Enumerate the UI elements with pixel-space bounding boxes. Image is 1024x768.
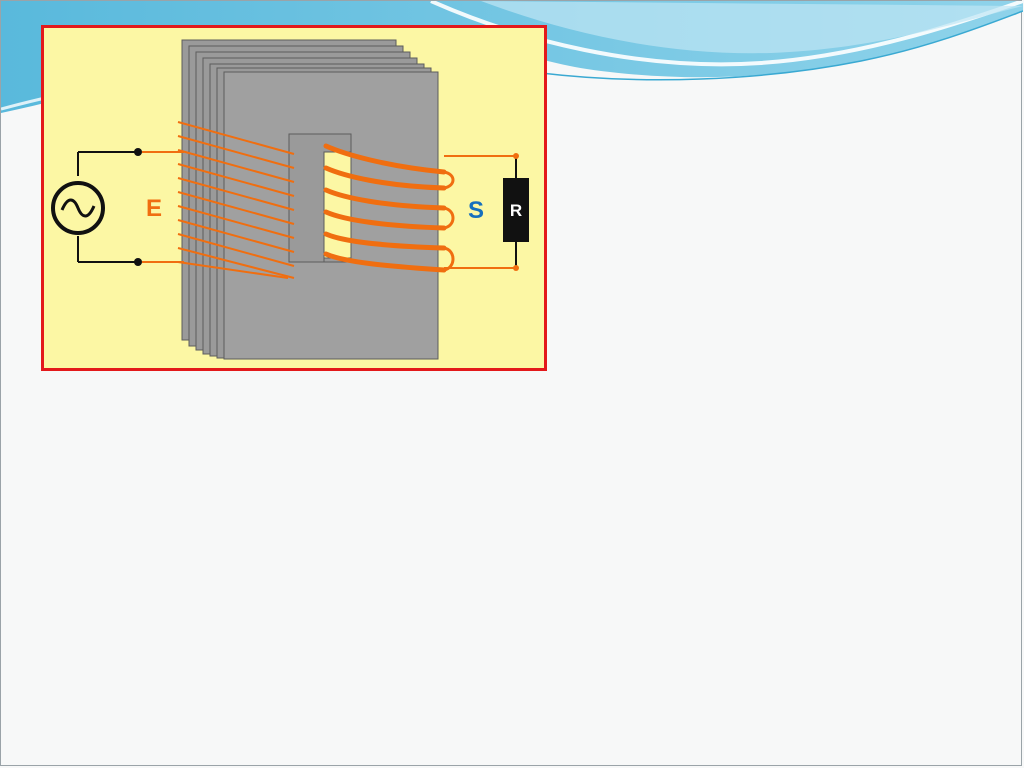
transformer-core-icon [181, 39, 439, 360]
ac-source-icon [51, 148, 142, 266]
secondary-label: S [468, 197, 484, 224]
primary-winding [142, 121, 295, 279]
secondary-winding [323, 143, 455, 273]
transformer-diagram: R E S [51, 39, 529, 360]
transformer-diagram-panel: R E S [41, 25, 547, 371]
secondary-terminal-top [513, 153, 519, 159]
load-label: R [510, 201, 522, 220]
resistor-icon [503, 178, 529, 242]
primary-label: E [146, 195, 162, 222]
secondary-circuit [444, 155, 517, 269]
secondary-terminal-bottom [513, 265, 519, 271]
